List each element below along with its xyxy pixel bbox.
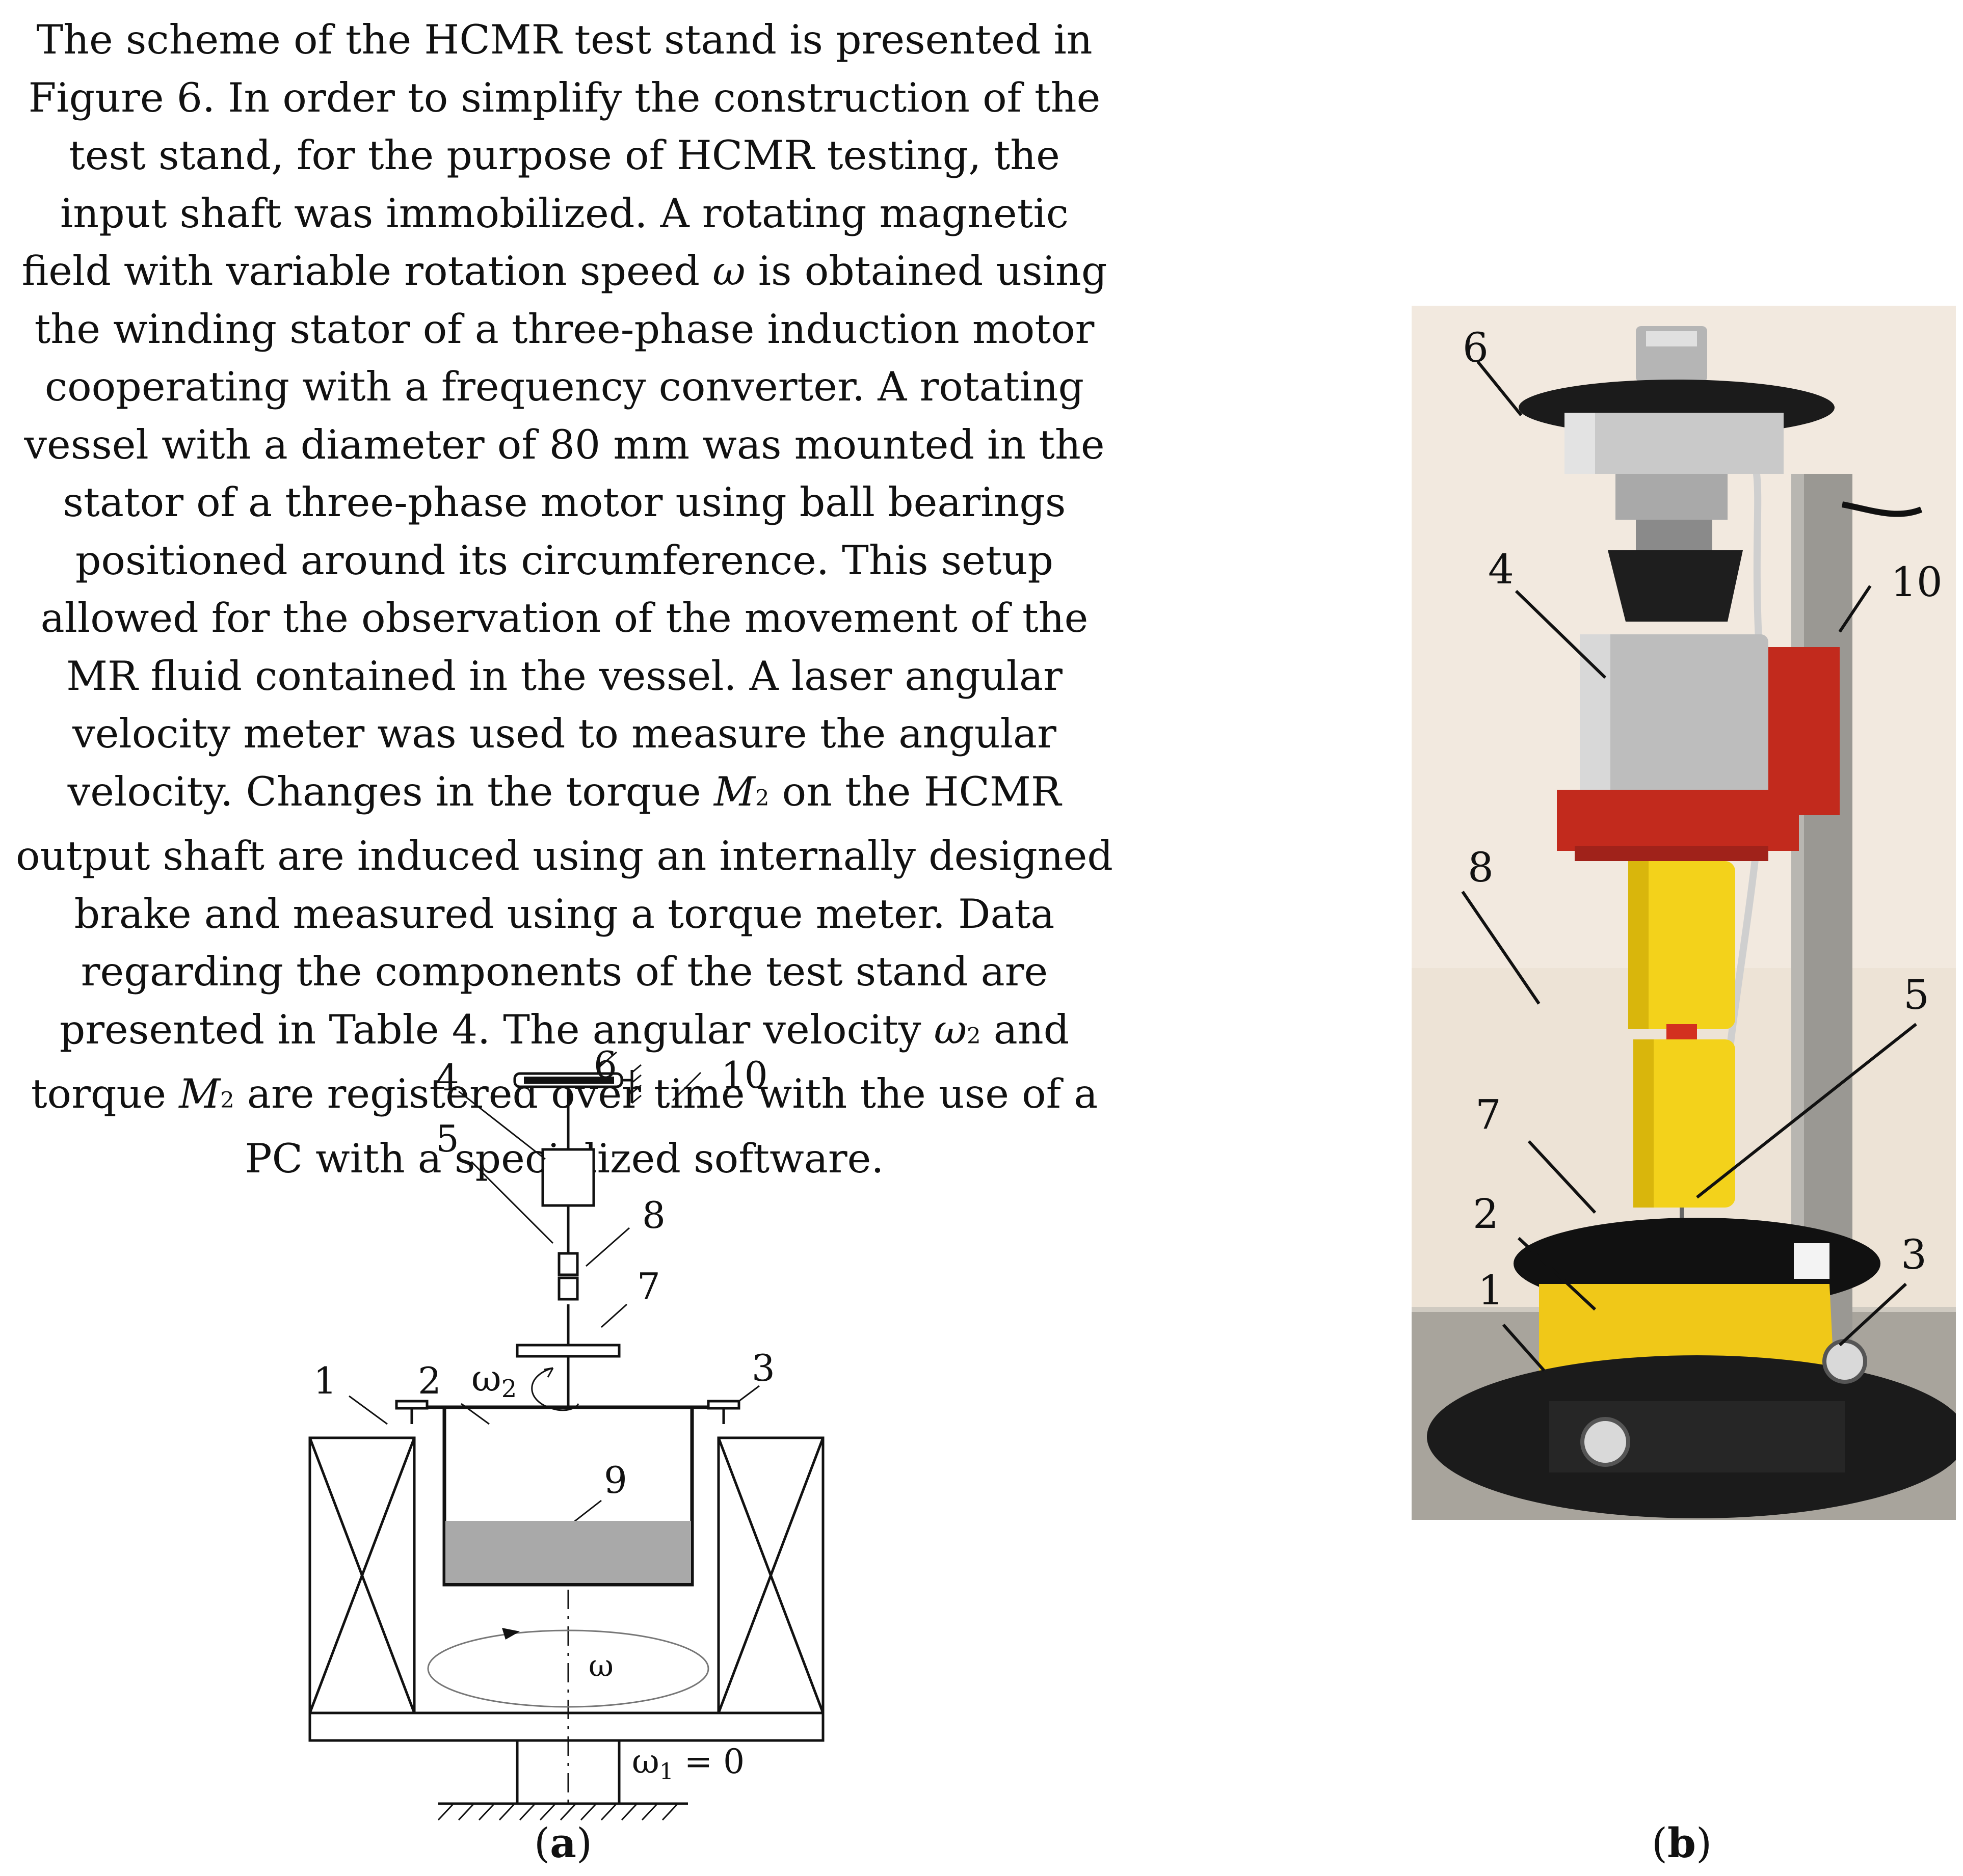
- vessel: [442, 1407, 694, 1587]
- bearing-left: [395, 1400, 429, 1410]
- photo-label-8: 8: [1468, 844, 1494, 891]
- stator-left: [308, 1436, 416, 1714]
- test-stand-photo: 6 4 10 8 5 7 2 3 1: [1412, 306, 1956, 1520]
- paragraph-segment: The scheme of the HCMR test stand is pre…: [21, 16, 1101, 294]
- paragraph-segment: M: [713, 768, 755, 815]
- mr-fluid-9: [445, 1521, 691, 1583]
- coupling-8-bottom: [558, 1276, 579, 1301]
- scheme-label-omega: ω: [589, 1648, 614, 1684]
- photo-label-6: 6: [1463, 324, 1489, 371]
- ground-hatching: [437, 1803, 679, 1821]
- coupling-8: [1628, 861, 1735, 1029]
- photo-label-7: 7: [1475, 1091, 1501, 1138]
- paragraph-segment: M: [179, 1070, 221, 1117]
- paragraph-segment: 2: [755, 785, 770, 811]
- scheme-label-10: 10: [721, 1054, 768, 1096]
- scheme-label-3: 3: [752, 1347, 775, 1389]
- paragraph-segment: on the HCMR output shaft are induced usi…: [15, 768, 1113, 1053]
- scheme-label-6: 6: [594, 1050, 617, 1086]
- photo-label-1: 1: [1478, 1267, 1504, 1314]
- motor-frame: [308, 1713, 825, 1742]
- disc-7: [516, 1344, 621, 1358]
- bearing-right: [707, 1400, 740, 1410]
- scheme-label-omega2: ω2: [471, 1357, 517, 1403]
- photo-label-10: 10: [1891, 558, 1943, 606]
- scheme-label-omega1: ω1 = 0: [632, 1742, 745, 1785]
- bearing-3: [1822, 1339, 1867, 1384]
- scheme-label-1: 1: [313, 1359, 337, 1402]
- scheme-label-4: 4: [436, 1056, 459, 1099]
- torque-meter-4: [541, 1148, 595, 1207]
- omega-ellipse: [427, 1629, 709, 1708]
- photo-label-3: 3: [1901, 1231, 1927, 1278]
- paragraph-segment: 2: [966, 1023, 981, 1049]
- coupling-8-top: [558, 1252, 579, 1276]
- test-stand-scheme: 1 2 ω2 3 4 5 6 10 8 7 9 ω ω1 = 0: [0, 1043, 866, 1846]
- paragraph-segment: and torque: [31, 1006, 1070, 1118]
- stator-right: [717, 1436, 825, 1714]
- caption-a: (a): [534, 1819, 593, 1867]
- scheme-label-7: 7: [637, 1265, 660, 1308]
- photo-label-2: 2: [1473, 1190, 1499, 1238]
- scheme-label-5: 5: [436, 1117, 459, 1160]
- scheme-label-2: 2: [418, 1359, 441, 1402]
- scheme-label-8: 8: [642, 1194, 666, 1237]
- scheme-label-9: 9: [604, 1459, 627, 1502]
- omega2-arrow: [531, 1367, 579, 1411]
- caption-b: (b): [1651, 1819, 1712, 1867]
- paragraph-segment: ω: [934, 1006, 967, 1053]
- body-paragraph: The scheme of the HCMR test stand is pre…: [10, 11, 1119, 1188]
- omega-arrowhead: [502, 1628, 520, 1640]
- red-clamp: [1557, 790, 1799, 851]
- photo-label-5: 5: [1903, 971, 1929, 1019]
- paragraph-segment: 2: [220, 1088, 234, 1113]
- paragraph-segment: is obtained using the winding stator of …: [24, 248, 1107, 815]
- paragraph-segment: ω: [712, 248, 746, 294]
- photo-label-4: 4: [1488, 546, 1514, 593]
